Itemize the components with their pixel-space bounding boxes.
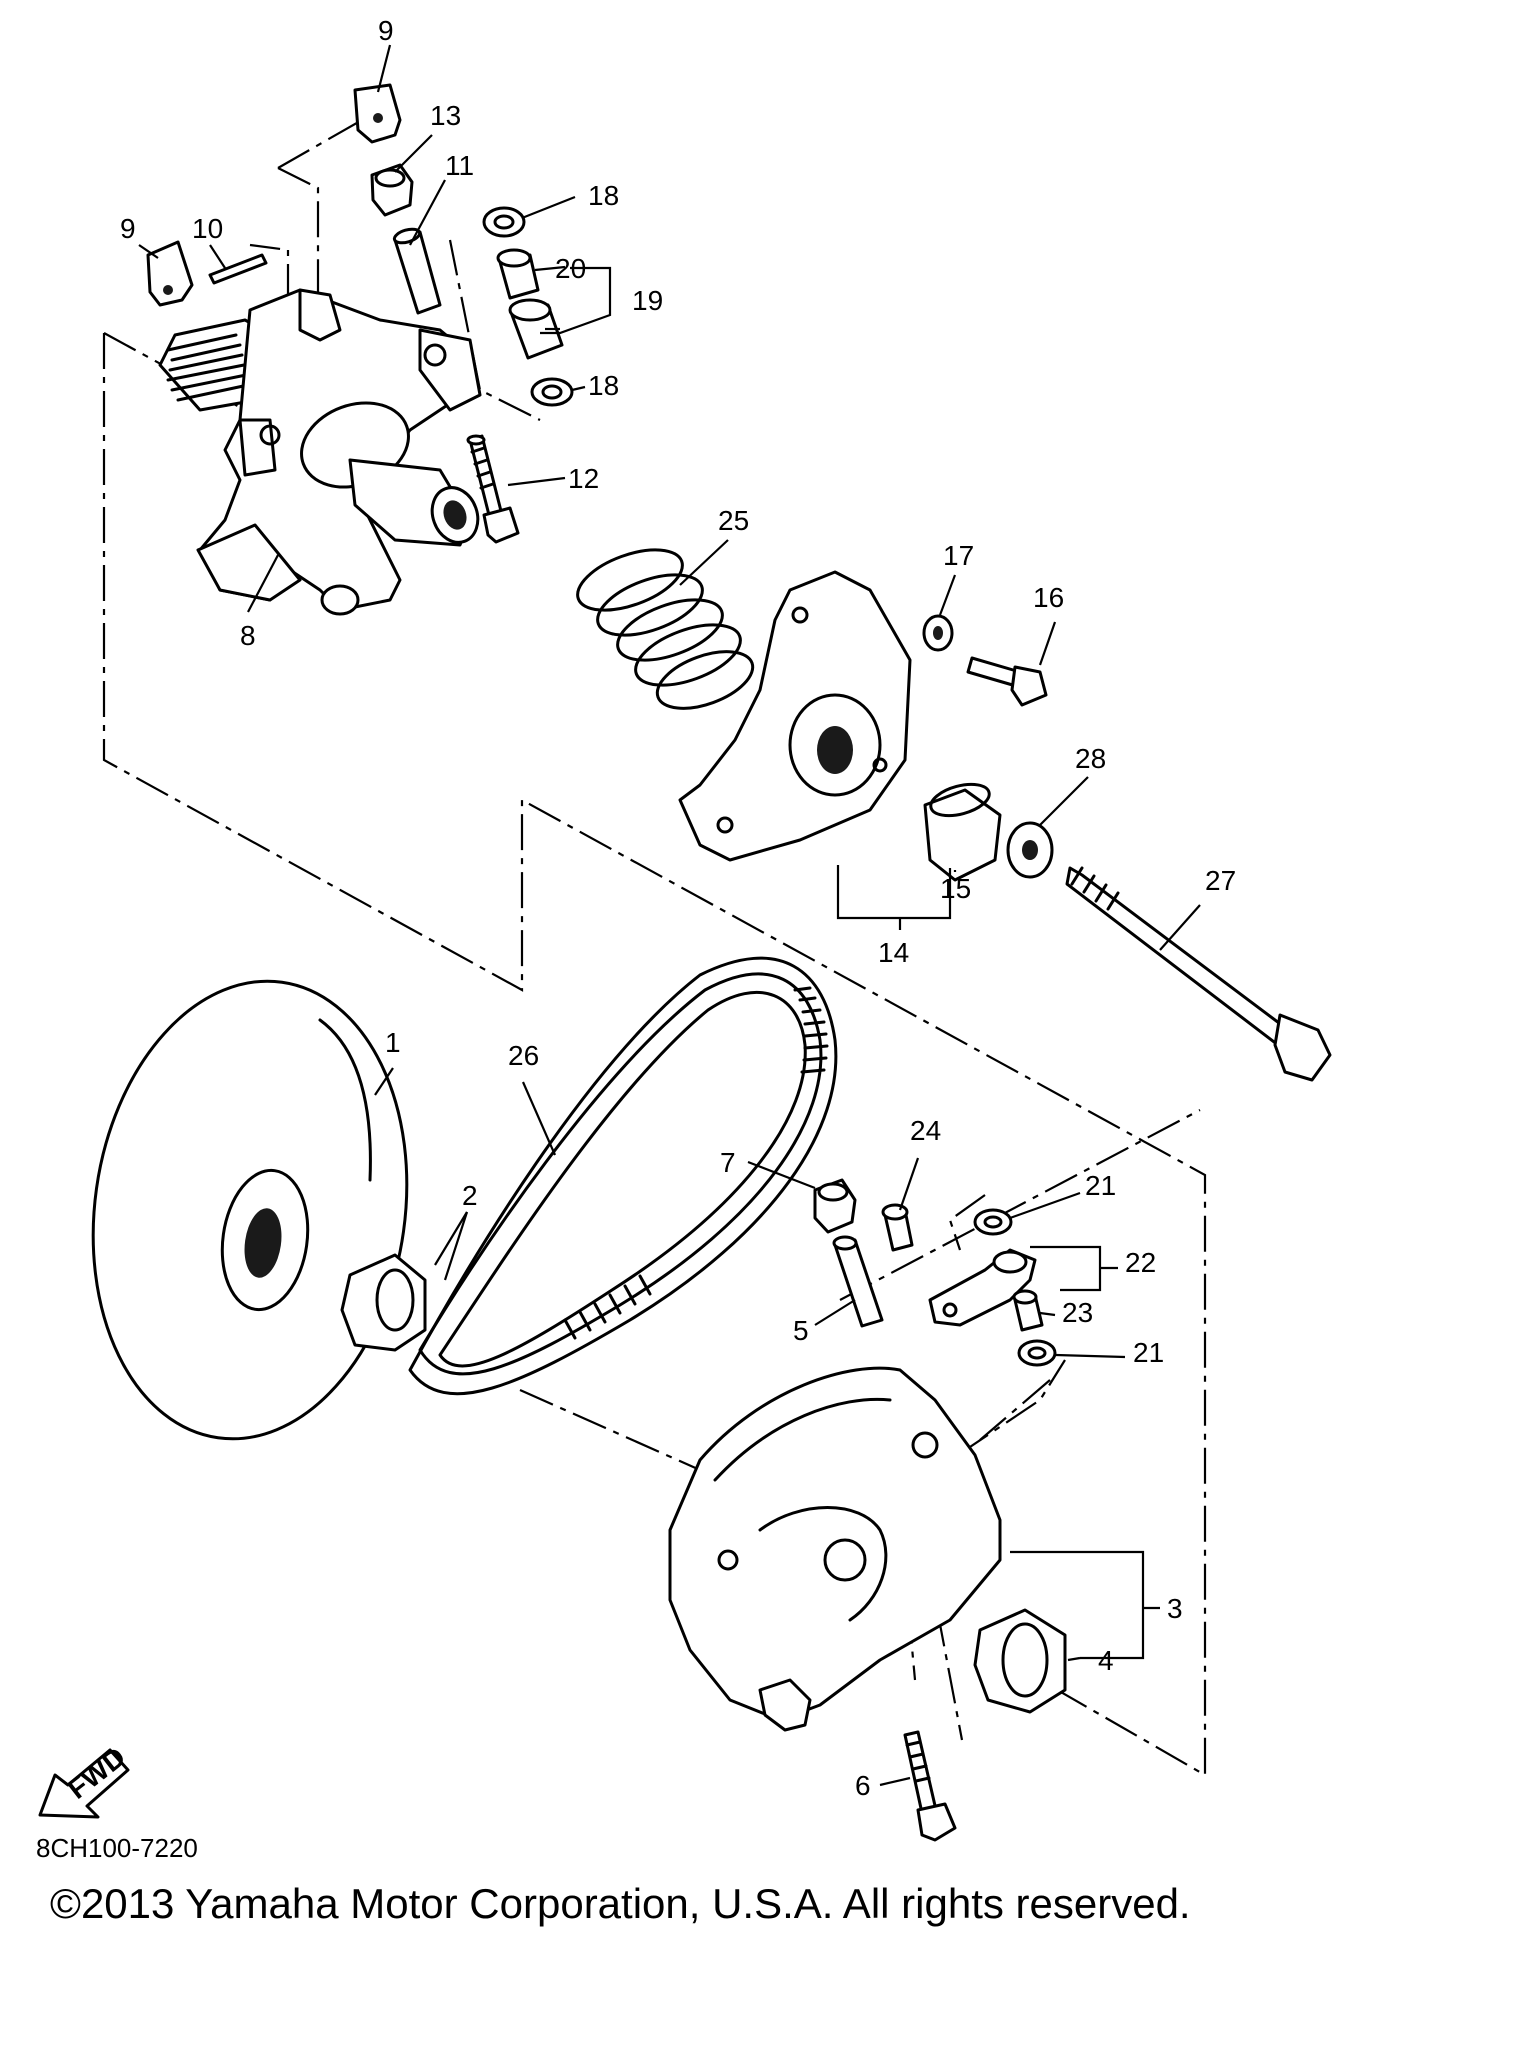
washer-part-17 bbox=[922, 614, 954, 652]
sheave-assembly-part-8 bbox=[158, 288, 482, 616]
callout-23: 23 bbox=[1062, 1297, 1093, 1328]
callout-9-left: 9 bbox=[120, 213, 136, 244]
callout-10: 10 bbox=[192, 213, 223, 244]
callout-5: 5 bbox=[793, 1315, 809, 1346]
callout-4: 4 bbox=[1098, 1645, 1114, 1676]
washer-part-18-bottom bbox=[530, 377, 574, 407]
callout-2: 2 bbox=[462, 1180, 478, 1211]
callout-18-bottom: 18 bbox=[588, 370, 619, 401]
pin-part-5 bbox=[832, 1235, 884, 1328]
callout-21-bottom: 21 bbox=[1133, 1337, 1164, 1368]
callout-16: 16 bbox=[1033, 582, 1064, 613]
collar-part-11 bbox=[392, 227, 442, 315]
nut-part-7 bbox=[813, 1178, 857, 1234]
callout-22: 22 bbox=[1125, 1247, 1156, 1278]
bushing-part-15 bbox=[923, 782, 1002, 882]
callout-27: 27 bbox=[1205, 865, 1236, 896]
spring-part-25 bbox=[576, 548, 755, 710]
callout-19: 19 bbox=[632, 285, 663, 316]
callout-14: 14 bbox=[878, 937, 909, 968]
callout-12: 12 bbox=[568, 463, 599, 494]
callout-labels: 9 9 10 11 12 13 8 18 18 19 20 25 17 16 2… bbox=[120, 15, 1236, 1801]
callout-leaders bbox=[138, 44, 1201, 1787]
bolt-part-27 bbox=[1065, 866, 1332, 1082]
washer-part-21-top bbox=[973, 1208, 1013, 1236]
belt-part-26 bbox=[408, 956, 838, 1396]
washer-part-18-top bbox=[482, 206, 526, 238]
nut-part-13 bbox=[370, 163, 414, 217]
callout-1: 1 bbox=[385, 1027, 401, 1058]
diagram-code: 8CH100-7220 bbox=[36, 1833, 198, 1863]
sheave-part-1 bbox=[91, 979, 409, 1441]
slider-block-part-9-left bbox=[146, 240, 194, 307]
pin-part-10 bbox=[208, 253, 268, 285]
roller-part-19 bbox=[508, 298, 564, 360]
callout-25: 25 bbox=[718, 505, 749, 536]
callout-26: 26 bbox=[508, 1040, 539, 1071]
callout-17: 17 bbox=[943, 540, 974, 571]
callout-18-top: 18 bbox=[588, 180, 619, 211]
pin-part-24 bbox=[881, 1203, 914, 1252]
weight-part-22 bbox=[928, 1248, 1037, 1327]
callout-9-top: 9 bbox=[378, 15, 394, 46]
cam-part-14 bbox=[678, 570, 912, 862]
callout-15: 15 bbox=[940, 873, 971, 904]
callout-20: 20 bbox=[555, 253, 586, 284]
bolt-part-16 bbox=[966, 656, 1048, 707]
washer-part-21-bottom bbox=[1017, 1339, 1057, 1367]
callout-28: 28 bbox=[1075, 743, 1106, 774]
collar-part-2 bbox=[340, 1253, 427, 1352]
callout-13: 13 bbox=[430, 100, 461, 131]
copyright-notice: ©2013 Yamaha Motor Corporation, U.S.A. A… bbox=[50, 1880, 1191, 1927]
callout-24: 24 bbox=[910, 1115, 941, 1146]
callout-6: 6 bbox=[855, 1770, 871, 1801]
callout-8: 8 bbox=[240, 620, 256, 651]
collar-part-20 bbox=[496, 248, 540, 300]
bolt-part-6 bbox=[903, 1730, 957, 1842]
callout-21-top: 21 bbox=[1085, 1170, 1116, 1201]
collar-part-23 bbox=[1012, 1289, 1044, 1332]
washer-part-28 bbox=[1006, 821, 1054, 879]
fwd-arrow-icon: FWD bbox=[38, 1741, 131, 1819]
callout-7: 7 bbox=[720, 1147, 736, 1178]
callout-11: 11 bbox=[445, 150, 474, 181]
bolt-part-12 bbox=[466, 434, 520, 544]
callout-3: 3 bbox=[1167, 1593, 1183, 1624]
sliding-sheave-part-3 bbox=[668, 1366, 1002, 1732]
bushing-part-4 bbox=[973, 1608, 1067, 1714]
slider-block-part-9-top bbox=[353, 83, 402, 144]
